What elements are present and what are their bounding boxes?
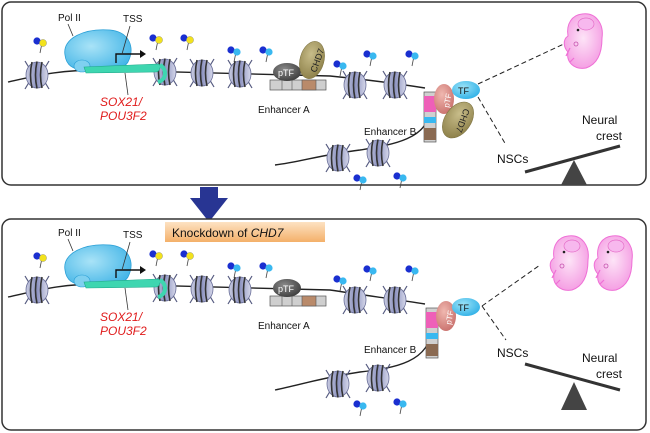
- enhancer-b-label: Enhancer B: [364, 345, 417, 356]
- panel-top: Pol II TSS SOX21/ POU3F2 pTF CHD7 Enhanc…: [1, 1, 647, 191]
- tss-leader: [121, 241, 131, 271]
- gene-leader: [124, 287, 129, 311]
- transcript-rna-tail: [157, 278, 167, 299]
- transcript-rna: [83, 278, 161, 289]
- dashed-link-nscs: [477, 96, 507, 146]
- tss-arrow-head-icon: [140, 266, 146, 274]
- gene-leader: [124, 72, 129, 96]
- neural-crest-label-line2: crest: [596, 129, 623, 143]
- chd7-a: [299, 41, 325, 79]
- transcript-rna: [83, 63, 161, 74]
- pol-ii-leader: [67, 23, 74, 37]
- embryo-icon: [549, 235, 589, 291]
- tss-arrow-head-icon: [140, 50, 146, 58]
- ptf-a-label: pTF: [278, 68, 295, 78]
- enhancer-a: [269, 295, 327, 307]
- dashed-link-nscs: [481, 305, 507, 341]
- ptf-a: [273, 279, 301, 297]
- ptf-b: [436, 301, 456, 331]
- ptf-b-label: pTF: [442, 93, 453, 109]
- pol-ii-leader: [67, 238, 74, 252]
- enhancer-a-label: Enhancer A: [258, 105, 310, 116]
- knockdown-banner-text: Knockdown of CHD7: [172, 226, 285, 240]
- banner-prefix: Knockdown of: [172, 226, 251, 240]
- transition-arrow-icon: [190, 187, 228, 222]
- transcript-rna-tail: [157, 63, 167, 84]
- ptf-b-label: pTF: [444, 310, 455, 326]
- enhancer-b: [423, 91, 437, 143]
- dashed-link-embryo: [481, 264, 541, 307]
- embryo-icon: [563, 13, 603, 69]
- balance-beam: [524, 362, 621, 392]
- neural-crest-label-line2: crest: [596, 367, 623, 381]
- enhancer-a-label: Enhancer A: [258, 321, 310, 332]
- tf-b: [452, 81, 480, 99]
- gene-label-line2: POU3F2: [100, 109, 147, 123]
- gene-label-line1: SOX21/: [100, 95, 144, 109]
- dna-strand-lower: [274, 109, 431, 166]
- chd7-b: [442, 101, 474, 139]
- nscs-label: NSCs: [497, 152, 528, 166]
- tf-b-label: TF: [458, 86, 469, 96]
- neural-crest-label-line1: Neural: [582, 351, 617, 365]
- ptf-a-label: pTF: [278, 284, 295, 294]
- dashed-link-embryo: [477, 42, 567, 85]
- ptf-a: [273, 63, 301, 81]
- tss-arrow-icon: [115, 269, 140, 278]
- knockdown-banner: [165, 222, 325, 242]
- gene-label-line1: SOX21/: [100, 310, 144, 324]
- tss-leader: [121, 25, 131, 55]
- tss-label: TSS: [123, 230, 143, 241]
- tss-label: TSS: [123, 14, 143, 25]
- balance-beam: [524, 144, 621, 174]
- gene-label-line2: POU3F2: [100, 324, 147, 338]
- enhancer-a: [269, 79, 327, 91]
- pol-ii-label: Pol II: [58, 13, 81, 24]
- enhancer-b-label: Enhancer B: [364, 127, 417, 138]
- banner-gene: CHD7: [251, 226, 285, 240]
- tf-b-label: TF: [458, 303, 469, 313]
- balance-fulcrum-icon: [561, 160, 587, 185]
- enhancer-b: [425, 307, 439, 359]
- panel-bottom: Knockdown of CHD7 Pol II TSS: [1, 218, 647, 431]
- balance-fulcrum-icon: [561, 382, 587, 410]
- panel-top-border: [1, 1, 647, 186]
- ptf-b: [434, 84, 454, 114]
- nscs-label: NSCs: [497, 346, 528, 360]
- neural-crest-label-line1: Neural: [582, 113, 617, 127]
- dna-strand-lower: [274, 327, 433, 391]
- tss-arrow-icon: [115, 53, 140, 63]
- embryo-icon: [593, 235, 633, 291]
- panel-bottom-border: [1, 218, 647, 431]
- pol-ii-label: Pol II: [58, 228, 81, 239]
- tf-b: [452, 298, 480, 316]
